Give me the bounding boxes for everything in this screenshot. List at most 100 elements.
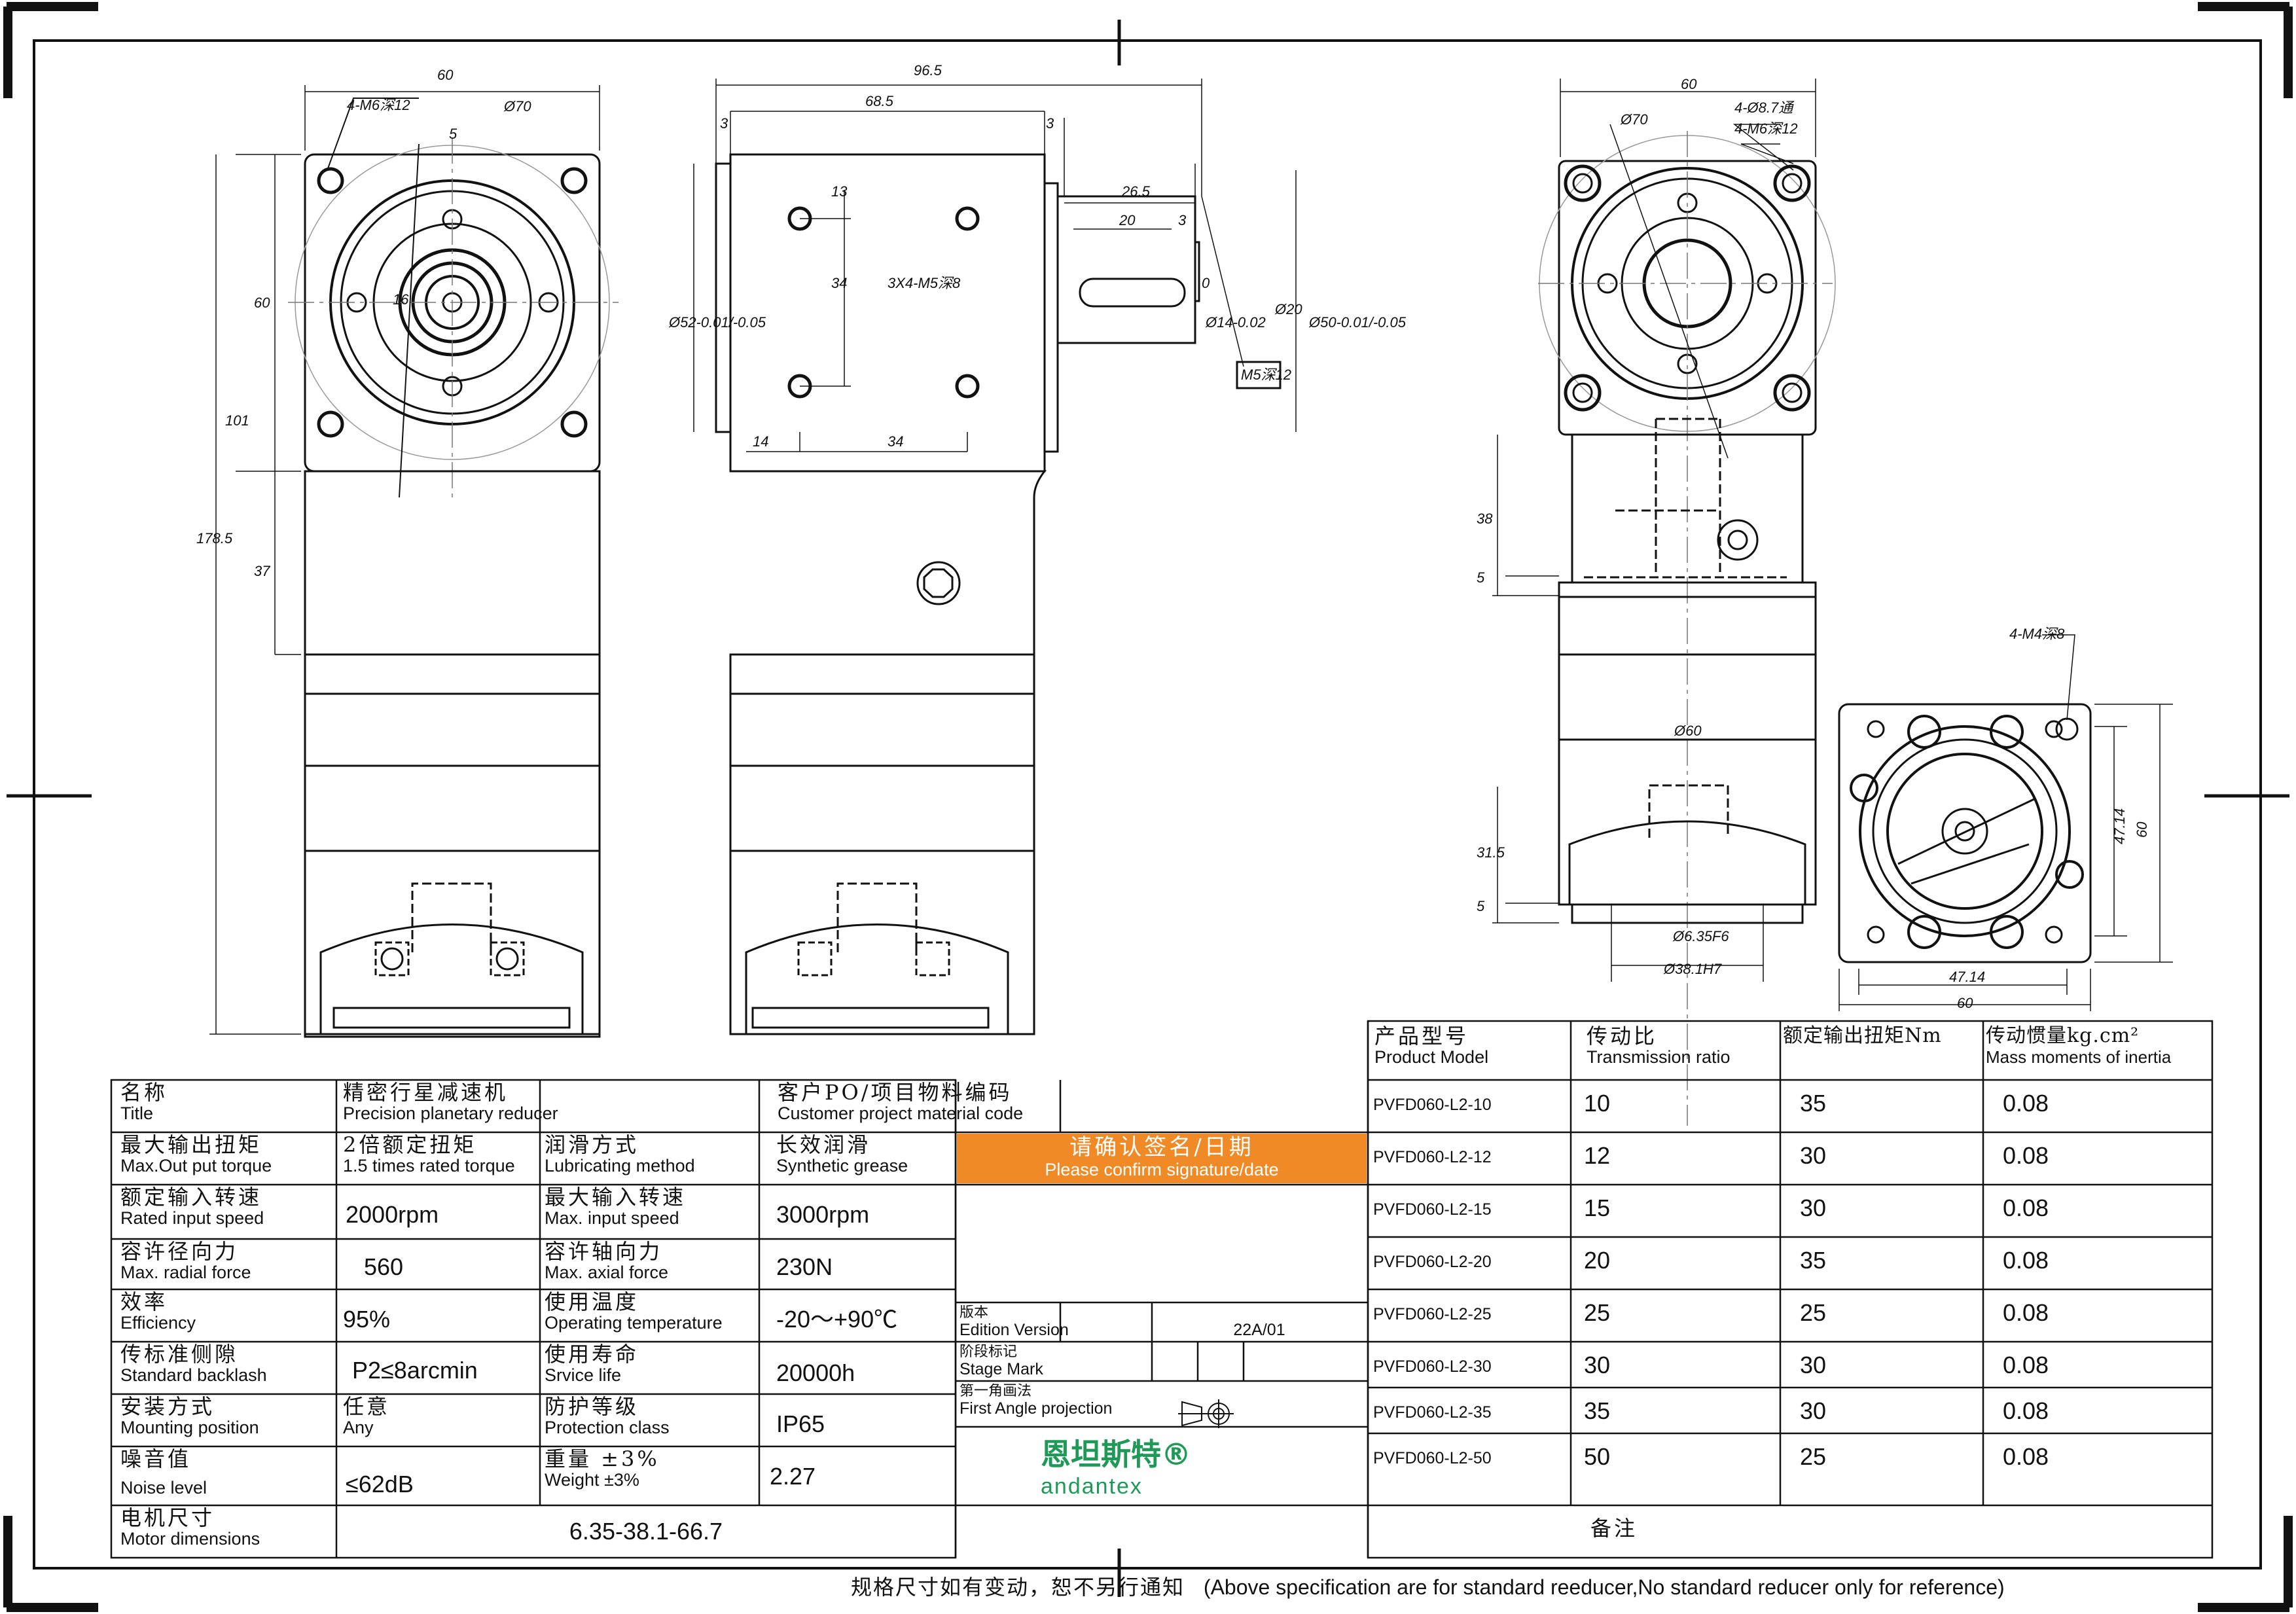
label-zh: 安装方式	[120, 1395, 215, 1419]
cell-text: PVFD060-L2-20	[1373, 1253, 1492, 1271]
model-cell-ratio: 15	[1584, 1195, 1778, 1237]
model-header-product: 产品型号 Product Model	[1374, 1025, 1568, 1077]
label-en: Max. input speed	[545, 1208, 679, 1228]
spec-label-motor-dimensions: 电机尺寸 Motor dimensions	[120, 1507, 330, 1556]
dim-side-12: Ø14-0.02	[1205, 314, 1266, 331]
side-view-dims: 96.5 68.5 3 3 26.5 20 3 13 34 3X4-M5深8 Ø…	[668, 62, 1407, 450]
cell-text: 30	[1800, 1398, 1827, 1424]
value: 3000rpm	[776, 1202, 870, 1228]
label-zh: 容许轴向力	[545, 1240, 663, 1264]
value: -20〜+90℃	[776, 1306, 898, 1333]
spec-value-service-life: 20000h	[776, 1360, 953, 1393]
value-zh: 长效润滑	[776, 1134, 871, 1157]
label-en: Title	[120, 1103, 154, 1123]
model-cell-inertia: 0.08	[2003, 1090, 2210, 1132]
value: 2.27	[770, 1463, 816, 1490]
side-view	[693, 79, 1297, 1035]
model-cell-product: PVFD060-L2-50	[1373, 1449, 1567, 1484]
cell-text: PVFD060-L2-50	[1373, 1449, 1492, 1467]
value-zh: 2倍额定扭矩	[343, 1134, 477, 1157]
confirm-signature-box[interactable]: 请确认签名/日期 Please confirm signature/date	[957, 1134, 1367, 1183]
dim-side-10: Ø52-0.01/-0.05	[668, 314, 766, 331]
dim-side-15: M5深12	[1241, 367, 1291, 383]
corner-mark-tr	[2198, 2, 2293, 98]
model-cell-torque: 30	[1800, 1143, 1981, 1185]
motor-flange-dims: 4-M4深8 47.14 60 47.14 60	[1949, 626, 2150, 1011]
header-en: Transmission ratio	[1587, 1047, 1731, 1067]
model-cell-product: PVFD060-L2-10	[1373, 1096, 1567, 1138]
label-zh: 润滑方式	[545, 1134, 639, 1157]
cell-text: 12	[1584, 1143, 1611, 1169]
dim-side-7: 13	[831, 183, 848, 200]
edition-en: Edition Version	[960, 1321, 1069, 1339]
model-cell-ratio: 50	[1584, 1444, 1778, 1479]
spec-value-noise: ≤62dB	[346, 1471, 535, 1504]
center-marks	[7, 20, 2289, 1597]
edition-value-text: 22A/01	[1233, 1321, 1285, 1339]
cell-text: 30	[1800, 1195, 1827, 1221]
header-en: Product Model	[1374, 1047, 1489, 1067]
model-cell-ratio: 30	[1584, 1352, 1778, 1388]
cell-text: PVFD060-L2-10	[1373, 1096, 1492, 1114]
header-zh: 传动比	[1587, 1025, 1658, 1049]
remark-text: 备注	[1590, 1517, 1638, 1541]
dim-side-9: 3X4-M5深8	[888, 275, 961, 291]
front-view	[209, 85, 619, 1038]
dim-right-1: 4-Ø8.7通	[1734, 99, 1795, 116]
motor-flange-view	[1838, 634, 2173, 1011]
label-zh: 名称	[120, 1081, 168, 1105]
dim-side-13: Ø20	[1274, 301, 1302, 317]
label-en: Motor dimensions	[120, 1529, 260, 1549]
brand-name-en: andantex	[1041, 1474, 1143, 1499]
dim-right-6: Ø60	[1674, 723, 1702, 739]
label-en: Max. radial force	[120, 1263, 251, 1282]
spec-label-protection: 防护等级 Protection class	[545, 1395, 758, 1445]
dim-front-0: 60	[437, 67, 454, 83]
dim-right-4: 38	[1477, 511, 1493, 527]
value-en: 1.5 times rated torque	[343, 1156, 515, 1175]
spec-label-backlash: 传标准侧隙 Standard backlash	[120, 1343, 330, 1393]
model-cell-torque: 35	[1800, 1247, 1981, 1289]
cell-text: 0.08	[2003, 1398, 2049, 1424]
projection-en: First Angle projection	[960, 1399, 1113, 1418]
model-cell-inertia: 0.08	[2003, 1247, 2210, 1289]
spec-value-protection: IP65	[776, 1411, 953, 1444]
model-cell-ratio: 10	[1584, 1090, 1778, 1132]
brand-registered: ®	[1161, 1437, 1191, 1472]
spec-label-service-life: 使用寿命 Srvice life	[545, 1343, 758, 1393]
spec-value-backlash: P2≤8arcmin	[352, 1357, 538, 1390]
value: IP65	[776, 1411, 825, 1437]
spec-label-noise: 噪音值 Noise level	[120, 1448, 330, 1504]
value: 20000h	[776, 1360, 855, 1386]
cell-text: 10	[1584, 1090, 1611, 1117]
cell-text: PVFD060-L2-15	[1373, 1200, 1492, 1219]
model-cell-torque: 35	[1800, 1090, 1981, 1132]
dim-side-17: 34	[888, 433, 903, 450]
label-zh: 容许径向力	[120, 1240, 239, 1264]
edition-value: 22A/01	[1152, 1321, 1367, 1340]
cell-text: 0.08	[2003, 1195, 2049, 1221]
cell-text: 30	[1800, 1352, 1827, 1378]
cell-text: 25	[1584, 1300, 1611, 1326]
brand-logo: 恩坦斯特® andantex	[1041, 1431, 1316, 1503]
edition-zh: 版本	[960, 1305, 989, 1321]
model-cell-torque: 30	[1800, 1352, 1981, 1388]
model-header-torque: 额定输出扭矩Nm	[1783, 1025, 1982, 1077]
header-zh: 传动惯量kg.cm²	[1986, 1025, 2140, 1047]
dim-right-2: 4-M6深12	[1734, 120, 1798, 137]
model-cell-inertia: 0.08	[2003, 1143, 2210, 1185]
cell-text: PVFD060-L2-35	[1373, 1403, 1492, 1422]
model-cell-inertia: 0.08	[2003, 1444, 2210, 1479]
dim-side-2: 3	[720, 115, 728, 132]
model-cell-product: PVFD060-L2-30	[1373, 1357, 1567, 1393]
model-cell-ratio: 35	[1584, 1398, 1778, 1433]
label-zh: 最大输出扭矩	[120, 1134, 262, 1157]
spec-value-efficiency: 95%	[343, 1306, 533, 1339]
footer-zh: 规格尺寸如有变动，恕不另行通知	[851, 1575, 1185, 1600]
dim-front-8: 37	[254, 563, 270, 579]
header-zh: 产品型号	[1374, 1025, 1469, 1049]
model-cell-product: PVFD060-L2-15	[1373, 1200, 1567, 1242]
corner-mark-bl	[3, 1516, 98, 1612]
label-zh: 重量 ±3%	[545, 1448, 660, 1471]
